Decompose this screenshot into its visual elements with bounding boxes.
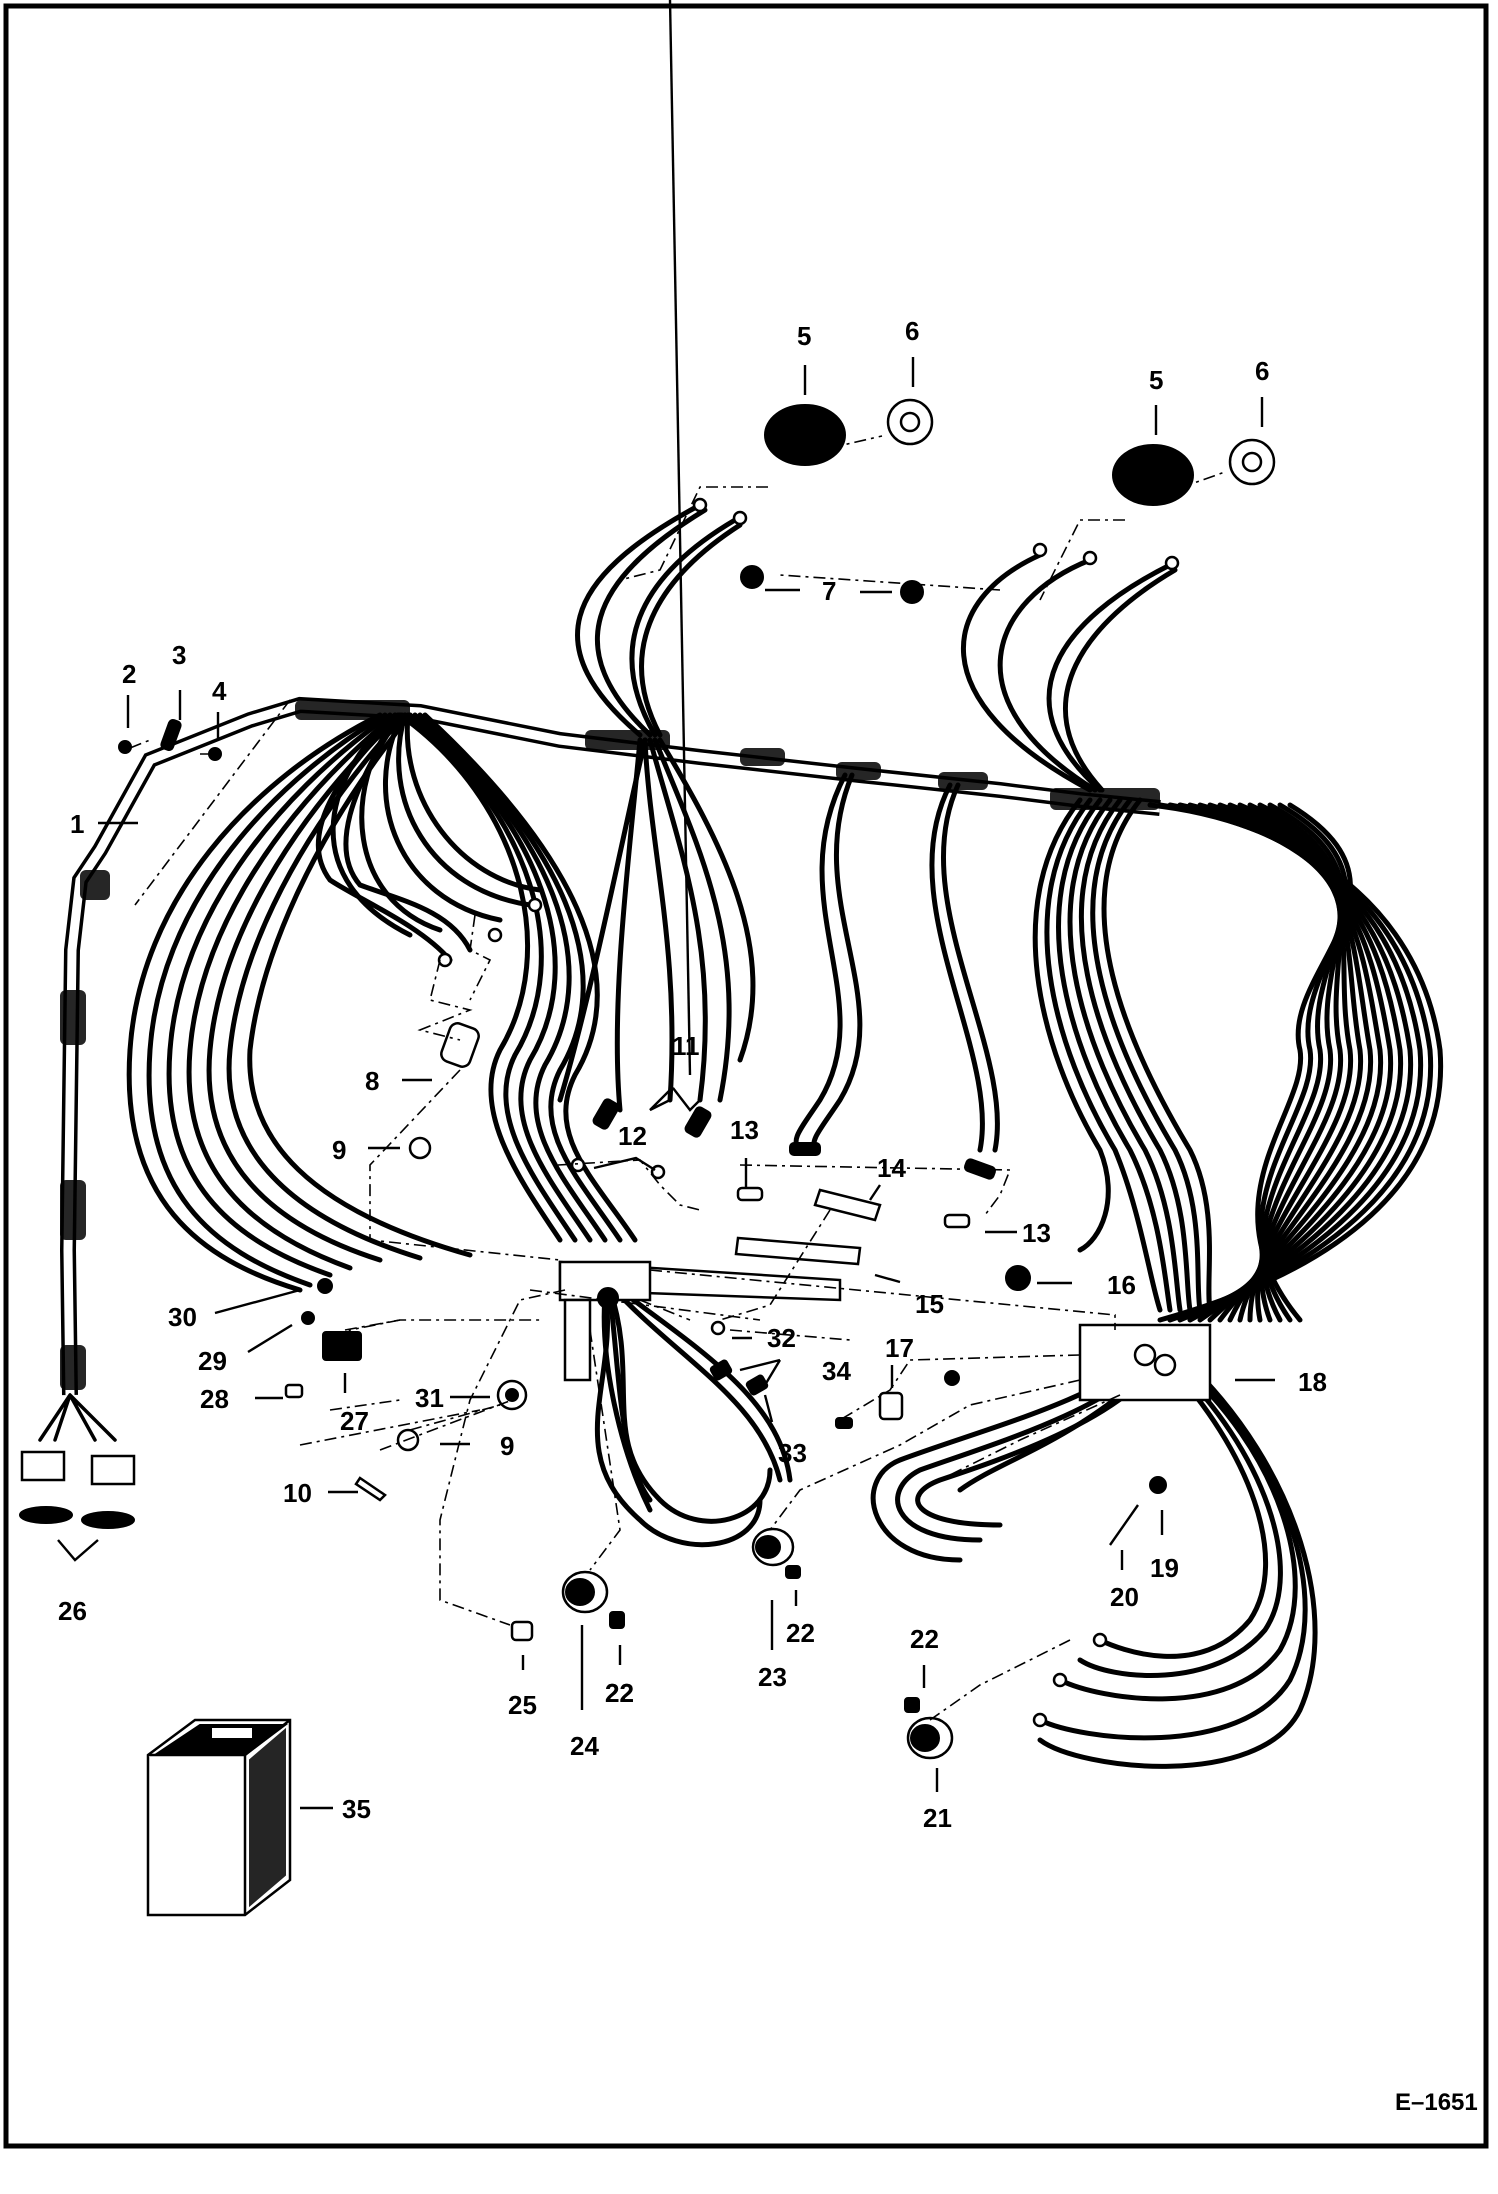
callout-4: 4 xyxy=(212,676,227,706)
connector-pair-26 xyxy=(19,1393,136,1529)
callout-30: 30 xyxy=(168,1302,197,1332)
callout-23: 23 xyxy=(758,1662,787,1692)
callout-10: 10 xyxy=(283,1478,312,1508)
callout-32: 32 xyxy=(767,1323,796,1353)
callout-21: 21 xyxy=(923,1803,952,1833)
part-27-28-29-30 xyxy=(284,1278,362,1399)
callout-9-lower: 9 xyxy=(500,1431,514,1461)
fuse-holder-wires xyxy=(789,772,1000,1180)
top-wire-loops xyxy=(575,497,1180,793)
callout-16: 16 xyxy=(1107,1270,1136,1300)
callout-14: 14 xyxy=(877,1153,906,1183)
callout-35: 35 xyxy=(342,1794,371,1824)
part-16 xyxy=(1005,1265,1031,1291)
callout-3: 3 xyxy=(172,640,186,670)
callout-34: 34 xyxy=(822,1356,851,1386)
part-21 xyxy=(904,1697,954,1760)
item-15-plate xyxy=(734,1236,862,1266)
callout-5-right: 5 xyxy=(1149,365,1163,395)
callout-26: 26 xyxy=(58,1596,87,1626)
part-8-9 xyxy=(408,1022,480,1160)
left-bracket xyxy=(558,1260,842,1382)
callout-28: 28 xyxy=(200,1384,229,1414)
part-7-grommets xyxy=(740,565,924,604)
assembly-lines xyxy=(129,435,1226,1721)
part-32-33-34 xyxy=(709,1320,769,1396)
left-wire-loops xyxy=(126,712,638,1293)
callout-20: 20 xyxy=(1110,1582,1139,1612)
part-19-20 xyxy=(1109,1476,1167,1546)
figure-id: E–1651 xyxy=(1395,2089,1478,2116)
part-5-right xyxy=(1112,444,1194,506)
callout-27: 27 xyxy=(340,1406,369,1436)
callout-33: 33 xyxy=(778,1438,807,1468)
part-13-14 xyxy=(736,1186,971,1229)
part-24 xyxy=(561,1570,625,1629)
part-17 xyxy=(835,1370,960,1429)
callout-22-d: 22 xyxy=(605,1678,634,1708)
page-border xyxy=(3,3,1489,2149)
callout-11: 11 xyxy=(672,1031,700,1061)
callout-5-left: 5 xyxy=(797,321,811,351)
callout-22-a: 22 xyxy=(910,1624,939,1654)
part-35-box xyxy=(146,1718,292,1917)
part-23 xyxy=(751,1527,801,1579)
right-wire-fan xyxy=(1032,797,1444,1323)
leader-lines xyxy=(57,0,1275,1810)
callout-17: 17 xyxy=(885,1333,914,1363)
callout-8: 8 xyxy=(365,1066,379,1096)
right-bracket xyxy=(1078,1323,1212,1402)
callout-13-right: 13 xyxy=(1022,1218,1051,1248)
middle-wire-bundle xyxy=(557,737,756,1180)
lower-left-wire-loops xyxy=(594,1287,793,1548)
part-2-3-4 xyxy=(118,718,222,761)
callout-1: 1 xyxy=(70,809,84,839)
callout-12: 12 xyxy=(618,1121,647,1151)
callout-22-b: 22 xyxy=(786,1618,815,1648)
callout-31: 31 xyxy=(415,1383,444,1413)
callout-29: 29 xyxy=(198,1346,227,1376)
part-25 xyxy=(510,1620,534,1642)
part-6-right xyxy=(1228,438,1276,486)
callout-13-upper: 13 xyxy=(730,1115,759,1145)
part-5-left xyxy=(764,404,846,466)
callout-15: 15 xyxy=(915,1289,944,1319)
callout-2: 2 xyxy=(122,659,136,689)
callout-18: 18 xyxy=(1298,1367,1327,1397)
callout-7: 7 xyxy=(822,576,836,606)
callout-9-upper: 9 xyxy=(332,1135,346,1165)
lower-right-wire-loops xyxy=(870,1347,1318,1769)
callout-25: 25 xyxy=(508,1690,537,1720)
callout-6-right: 6 xyxy=(1255,356,1269,386)
callout-labels: 1 2 3 4 5 5 6 6 7 8 9 9 10 11 12 13 13 1… xyxy=(58,316,1478,2116)
callout-24: 24 xyxy=(570,1731,599,1761)
part-6-left xyxy=(886,398,934,446)
callout-19: 19 xyxy=(1150,1553,1179,1583)
callout-22-c: 22 xyxy=(605,1678,634,1708)
callout-6-left: 6 xyxy=(905,316,919,346)
